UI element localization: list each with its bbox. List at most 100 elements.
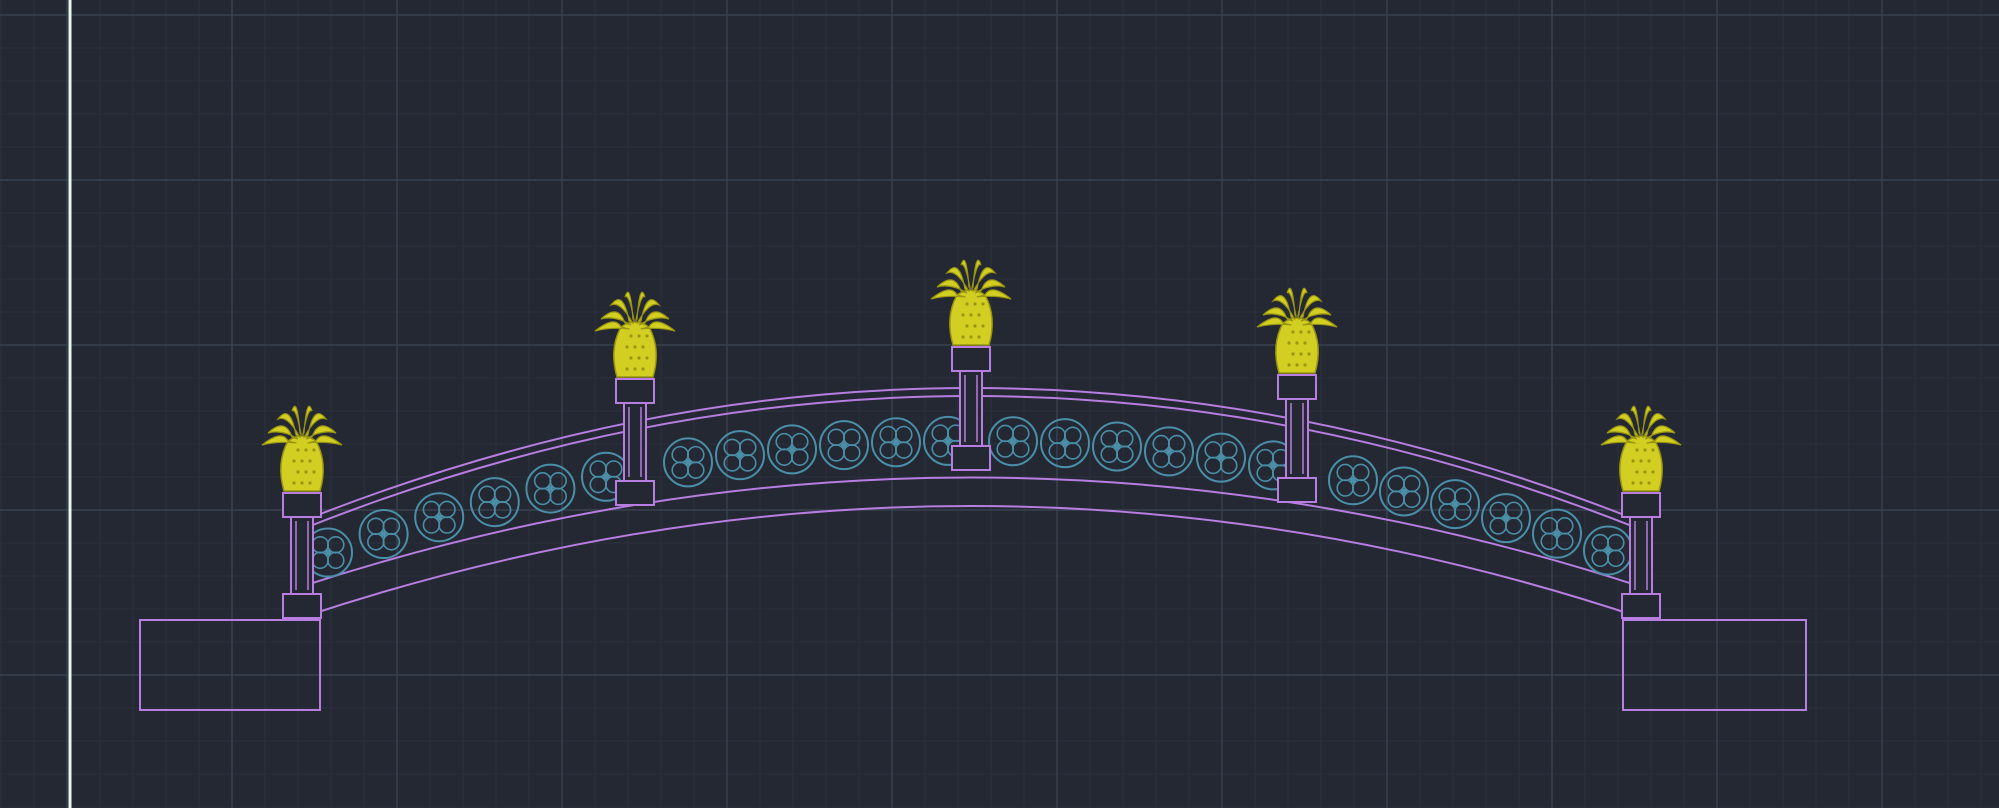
rosette-petal [775,448,794,466]
finial-texture [1643,448,1647,452]
rosette-petal [1063,426,1082,445]
rosette-petal [894,425,913,444]
rosette [1379,466,1429,517]
finial-texture [304,448,308,452]
post-3 [951,346,991,471]
rosette [1430,479,1480,530]
rosette-ring [988,416,1038,467]
finial-texture [1643,470,1647,474]
finial-texture [969,313,973,317]
rosette-petal [931,424,950,442]
bridge-abutments[interactable] [139,619,1807,711]
finial-leaf [1302,317,1338,328]
finial-leaf [1297,287,1308,318]
rosette [469,477,520,528]
post-4 [1277,374,1317,503]
finial-leaf [1300,307,1332,322]
balustrade-rosettes[interactable] [303,415,1633,578]
rosette-petal [326,551,345,570]
rosette-center [1503,515,1509,522]
finial-leaf [594,321,630,332]
finial-texture [1307,352,1311,356]
rosette-petal [604,460,623,478]
rosette [414,492,465,543]
finial-texture [629,356,633,360]
rosette-ring [1092,421,1142,472]
post-cap [615,378,655,404]
finial-texture [629,334,633,338]
finial-leaf [1646,435,1682,446]
finial-leaf [1600,435,1636,446]
post-2 [615,378,655,506]
rosette-ring [871,417,921,468]
finial-leaf [635,299,661,325]
finial-texture [312,470,316,474]
rosette-center [547,485,554,492]
rosette-petal [996,440,1015,458]
rosette-center [945,437,951,444]
rosette-petal [1387,490,1406,509]
finial-texture [637,334,641,338]
finial-texture [308,459,312,463]
rosette-petal [533,472,552,490]
finial-leaf [1641,413,1667,439]
finial-texture [973,324,977,328]
rosette-petal [1256,448,1275,467]
rosette-ring [525,463,576,514]
post-base [1621,593,1661,619]
rosette-petal [367,517,385,536]
finial-2 [594,291,676,378]
rosette-ring [1328,455,1378,506]
rosette-petal [842,428,861,447]
rosette-petal [1606,549,1625,568]
rosette [1481,493,1531,544]
rosette-ring [819,420,869,471]
rosette-petal [1453,503,1472,521]
finial-texture [1303,341,1307,345]
rosette-petal [311,535,330,554]
rosette-petal [1351,463,1370,482]
rosette-petal [775,432,794,451]
rosette-petal [422,516,441,534]
rosette-petal [1606,533,1625,552]
rosette-petal [311,551,330,570]
post-shaft [1629,516,1653,595]
finial-texture [1291,330,1295,334]
post-base [951,445,991,471]
finial-leaf [1286,287,1297,318]
finial-texture [1639,459,1643,463]
rosette-petal [1540,532,1559,551]
finial-leaf [1641,405,1652,436]
finial-4 [1256,287,1338,374]
pineapple-finials[interactable] [261,259,1682,492]
rosette [358,509,409,560]
finial-texture [308,481,312,485]
finial-texture [1635,448,1639,452]
rosette-petal [1011,424,1030,443]
arched-bridge-drawing[interactable] [139,259,1807,711]
finial-leaf [267,425,299,440]
finial-texture [1647,459,1651,463]
finial-texture [1307,330,1311,334]
finial-texture [625,345,629,349]
finial-leaf [276,413,302,439]
rosette [767,424,817,475]
bridge-posts[interactable] [282,346,1661,619]
finial-leaf [635,291,646,322]
rosette-petal [827,428,846,447]
finial-texture [312,448,316,452]
finial-texture [977,335,981,339]
finial-leaf [624,291,635,322]
rosette-center [491,499,498,506]
finial-texture [304,470,308,474]
finial-leaf [640,321,676,332]
right-abutment [1622,619,1807,711]
finial-leaf [1630,405,1641,436]
rosette-ring [1532,508,1582,559]
rosette-ring [414,492,465,543]
finial-leaf [1606,425,1638,440]
rosette-petal [1336,479,1355,497]
